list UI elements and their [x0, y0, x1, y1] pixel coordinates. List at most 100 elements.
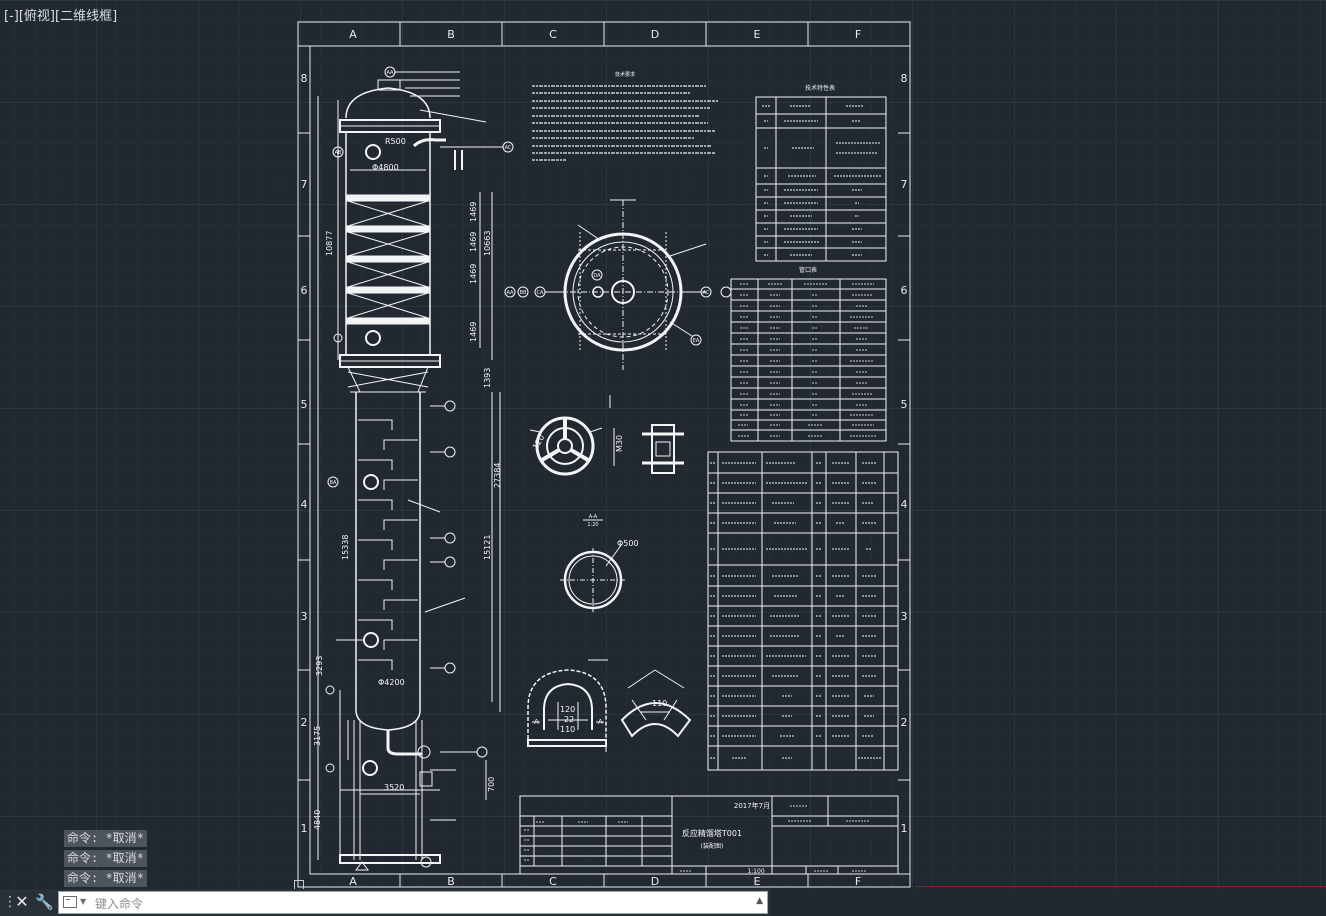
nozzle-tag-aa: AA — [387, 70, 395, 76]
close-icon[interactable]: ✕ — [15, 892, 29, 911]
row-7-right: 7 — [901, 178, 908, 191]
row-8-right: 8 — [901, 72, 908, 85]
title-block-labels — [524, 805, 870, 872]
section-titles: A-A 1:20 — [587, 514, 598, 528]
row-1-left: 1 — [301, 822, 308, 835]
dim-upper-section: 10877 — [325, 231, 334, 256]
command-prompt-icon[interactable] — [63, 896, 77, 908]
drawing-scale: 1:100 — [747, 868, 764, 875]
row-6-left: 6 — [301, 284, 308, 297]
col-e-top: E — [754, 28, 761, 41]
row-4-right: 4 — [901, 498, 908, 511]
notes-title: 技术要求 — [615, 71, 635, 78]
tower-elevation — [317, 66, 514, 871]
row-3-right: 3 — [901, 610, 908, 623]
dim-support-w: 110 — [652, 699, 667, 708]
section-mark-right: A — [598, 718, 603, 726]
row-6-right: 6 — [901, 284, 908, 297]
drawing-date: 2017年7月 — [734, 801, 770, 810]
command-input-box[interactable]: ▼ ▲ — [58, 891, 768, 914]
plan-nozzle-tags: AA BB CA AC DA EA — [507, 273, 710, 344]
dim-overall: 27384 — [493, 463, 502, 488]
outer-border — [297, 21, 911, 888]
row-2-right: 2 — [901, 716, 908, 729]
col-b-bottom: B — [447, 875, 455, 888]
col-a-bottom: A — [349, 875, 357, 888]
dim-upper-diameter: Φ4800 — [372, 163, 399, 172]
cad-drawing[interactable]: A B C D E F A B C D E F 8 7 6 5 4 3 2 1 … — [0, 0, 1326, 890]
title-block — [519, 795, 899, 875]
row-5-left: 5 — [301, 398, 308, 411]
drag-handle-icon[interactable]: ⋮ — [3, 894, 17, 910]
row-7-left: 7 — [301, 178, 308, 191]
plan-tag-ea: EA — [693, 338, 700, 344]
view-menu[interactable]: [俯视] — [18, 9, 55, 24]
row-4-left: 4 — [301, 498, 308, 511]
dim-lower-total: 15121 — [483, 535, 492, 560]
plan-tag-ca: CA — [537, 290, 544, 296]
command-input[interactable] — [93, 893, 737, 914]
command-history: 命令: *取消* 命令: *取消* 命令: *取消* — [64, 830, 147, 890]
drawing-subtitle: (装配图) — [701, 842, 724, 850]
col-c-bottom: C — [549, 875, 557, 888]
col-c-top: C — [549, 28, 557, 41]
tech-table-title: 技术特性表 — [805, 84, 835, 92]
col-d-top: D — [651, 28, 659, 41]
detail-views — [527, 395, 692, 752]
viewport-control-menu[interactable]: [-] — [4, 9, 19, 24]
plan-tag-bb: BB — [520, 290, 527, 296]
dim-skirt-width: 3520 — [384, 783, 404, 792]
command-history-line: 命令: *取消* — [64, 850, 147, 867]
chevron-down-icon[interactable]: ▼ — [80, 897, 87, 906]
plan-view — [504, 199, 732, 370]
x-axis-line — [915, 886, 1326, 887]
nozzle-tag-ba: BA — [330, 480, 337, 486]
plan-tag-da: DA — [593, 273, 601, 279]
dim-distributor: 120 — [531, 433, 546, 451]
dim-skirt-c: 4840 — [313, 810, 322, 830]
col-b-top: B — [447, 28, 455, 41]
dim-bed-4: 1469 — [469, 322, 478, 342]
nozzle-tag-ac: AC — [505, 145, 512, 151]
section-mark-left: A — [534, 718, 539, 726]
plan-tag-aa: AA — [507, 290, 515, 296]
dim-bed-3: 1469 — [469, 264, 478, 284]
command-line-bar: ⋮ ✕ 🔧 ▼ ▲ — [0, 889, 770, 916]
dim-detail-small: 22 — [564, 715, 574, 724]
nozzle-table-title: 管口表 — [799, 266, 817, 274]
dim-top-radius: R500 — [385, 137, 406, 146]
row-1-right: 1 — [901, 822, 908, 835]
dim-lower-section: 15338 — [341, 535, 350, 560]
title-block-text: 2017年7月 反应精馏塔T001 (装配图) 1:100 — [682, 801, 770, 875]
row-8-left: 8 — [301, 72, 308, 85]
model-space-grid[interactable] — [0, 0, 1326, 890]
history-up-icon[interactable]: ▲ — [756, 896, 763, 906]
col-f-bottom: F — [855, 875, 861, 888]
parts-list-text — [710, 462, 882, 759]
command-history-line: 命令: *取消* — [64, 870, 147, 887]
col-d-bottom: D — [651, 875, 659, 888]
technical-notes: 技术要求 — [532, 71, 718, 161]
dim-upper-total: 10663 — [483, 231, 492, 256]
col-a-top: A — [349, 28, 357, 41]
visual-style-menu[interactable]: [二维线框] — [55, 9, 118, 24]
drawing-title: 反应精馏塔T001 — [682, 828, 742, 838]
command-history-line: 命令: *取消* — [64, 830, 147, 847]
dim-manhole: Φ500 — [617, 539, 639, 548]
row-5-right: 5 — [901, 398, 908, 411]
viewport-controls: [-][俯视][二维线框] — [4, 5, 117, 24]
dim-detail-h: 120 — [560, 705, 575, 714]
dim-skirt-b: 3175 — [313, 726, 322, 746]
dim-skirt-a: 3293 — [315, 656, 324, 676]
section-scale: 1:20 — [587, 522, 598, 528]
nozzle-table-text — [738, 283, 876, 437]
plan-tag-ac: AC — [703, 290, 710, 296]
wrench-icon[interactable]: 🔧 — [35, 893, 54, 911]
dim-detail-w: 110 — [560, 725, 575, 734]
tech-table-text — [762, 105, 882, 256]
nozzle-table — [730, 278, 887, 442]
dim-transition: 1393 — [483, 368, 492, 388]
nozzle-tags-elevation: AA AB AC BA — [330, 70, 512, 486]
row-3-left: 3 — [301, 610, 308, 623]
dim-skirt-d: 700 — [487, 777, 496, 792]
